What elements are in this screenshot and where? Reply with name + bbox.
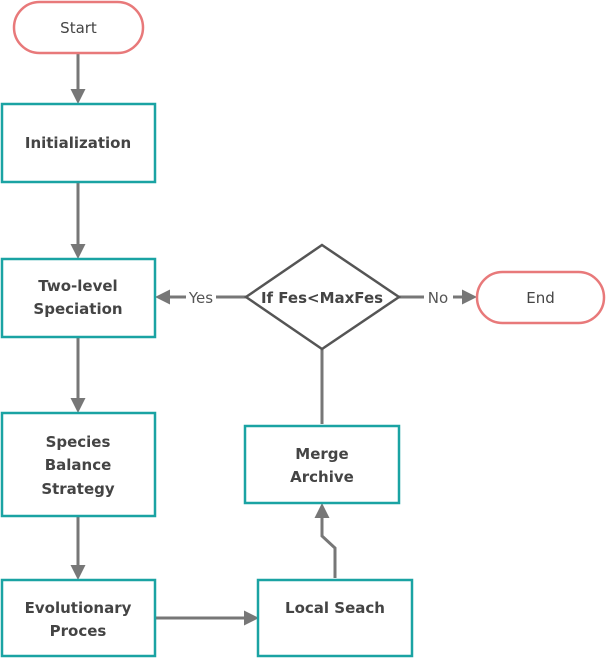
speciation-label-line1: Two-level [38,277,117,295]
merge-label-line1: Merge [295,445,348,463]
balance-label-line1: Species [46,433,111,451]
start-label: Start [60,19,97,37]
initialization-node: Initialization [0,102,157,184]
speciation-label-line2: Speciation [33,300,122,318]
initialization-label: Initialization [25,134,131,152]
evolutionary-node: Evolutionary Proces [0,578,157,658]
merge-node: Merge Archive [243,424,401,505]
decision-node: If Fes<MaxFes [243,243,402,351]
local-search-node: Local Seach [256,578,414,658]
edges [70,53,477,626]
evolutionary-label-line1: Evolutionary [25,599,132,617]
balance-label-line2: Balance [45,456,112,474]
no-label: No [428,289,448,307]
yes-label: Yes [188,289,213,307]
end-node: End [475,270,606,325]
balance-node: Species Balance Strategy [0,411,157,518]
merge-label-line2: Archive [290,468,354,486]
edge-local-search-to-merge [314,503,337,578]
speciation-node: Two-level Speciation [0,257,157,339]
decision-label: If Fes<MaxFes [261,289,383,307]
end-label: End [526,289,555,307]
local-search-label: Local Seach [285,599,385,617]
evolutionary-label-line2: Proces [50,622,107,640]
start-node: Start [12,0,145,55]
balance-label-line3: Strategy [41,480,115,498]
